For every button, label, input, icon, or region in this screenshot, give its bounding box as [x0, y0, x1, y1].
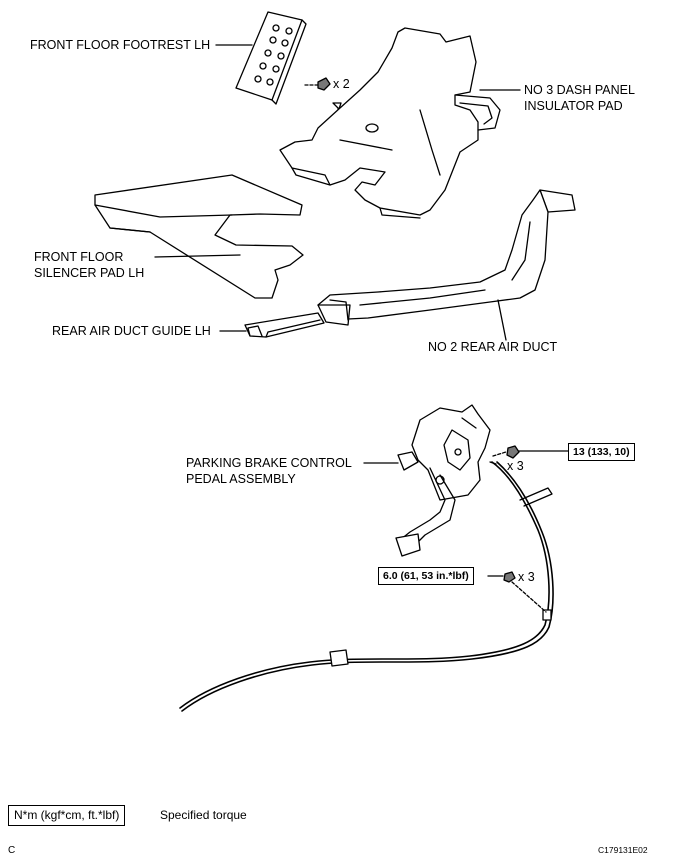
label-rear-air-duct-guide: REAR AIR DUCT GUIDE LH	[52, 324, 211, 338]
rear-air-duct	[317, 189, 576, 326]
label-dash-panel-pad-line2: INSULATOR PAD	[524, 99, 623, 113]
torque-box-cable-nut: 6.0 (61, 53 in.*lbf)	[378, 567, 474, 585]
label-silencer-pad-line1: FRONT FLOOR	[34, 250, 124, 264]
label-cable-nut-quantity: x 3	[518, 570, 535, 584]
label-brake-nut-quantity: x 3	[507, 459, 524, 473]
silencer-leader	[154, 254, 241, 258]
label-clip-quantity: x 2	[333, 77, 350, 91]
corner-letter: C	[8, 845, 16, 856]
figure-code: C179131E02	[598, 845, 648, 855]
footrest-part	[235, 11, 307, 105]
torque-box-brake-nut: 13 (133, 10)	[568, 443, 635, 461]
legend-description: Specified torque	[160, 808, 247, 822]
label-dash-panel-pad-line1: NO 3 DASH PANEL	[524, 83, 635, 97]
legend-unit-box: N*m (kgf*cm, ft.*lbf)	[8, 805, 126, 826]
cable-nut	[487, 571, 547, 613]
rear-air-duct-guide	[244, 312, 325, 338]
rear-duct-leader	[497, 299, 507, 341]
dash-panel-insulator-pad	[279, 27, 501, 219]
label-parking-brake-line2: PEDAL ASSEMBLY	[186, 472, 296, 486]
parking-brake-pedal-assembly	[395, 404, 497, 557]
label-silencer-pad-line2: SILENCER PAD LH	[34, 266, 145, 280]
parking-brake-cable	[179, 461, 554, 712]
label-rear-air-duct: NO 2 REAR AIR DUCT	[428, 340, 558, 354]
front-floor-silencer-pad	[94, 174, 304, 299]
brake-nut	[492, 445, 569, 459]
label-parking-brake-line1: PARKING BRAKE CONTROL	[186, 456, 352, 470]
label-front-floor-footrest: FRONT FLOOR FOOTREST LH	[30, 38, 211, 52]
